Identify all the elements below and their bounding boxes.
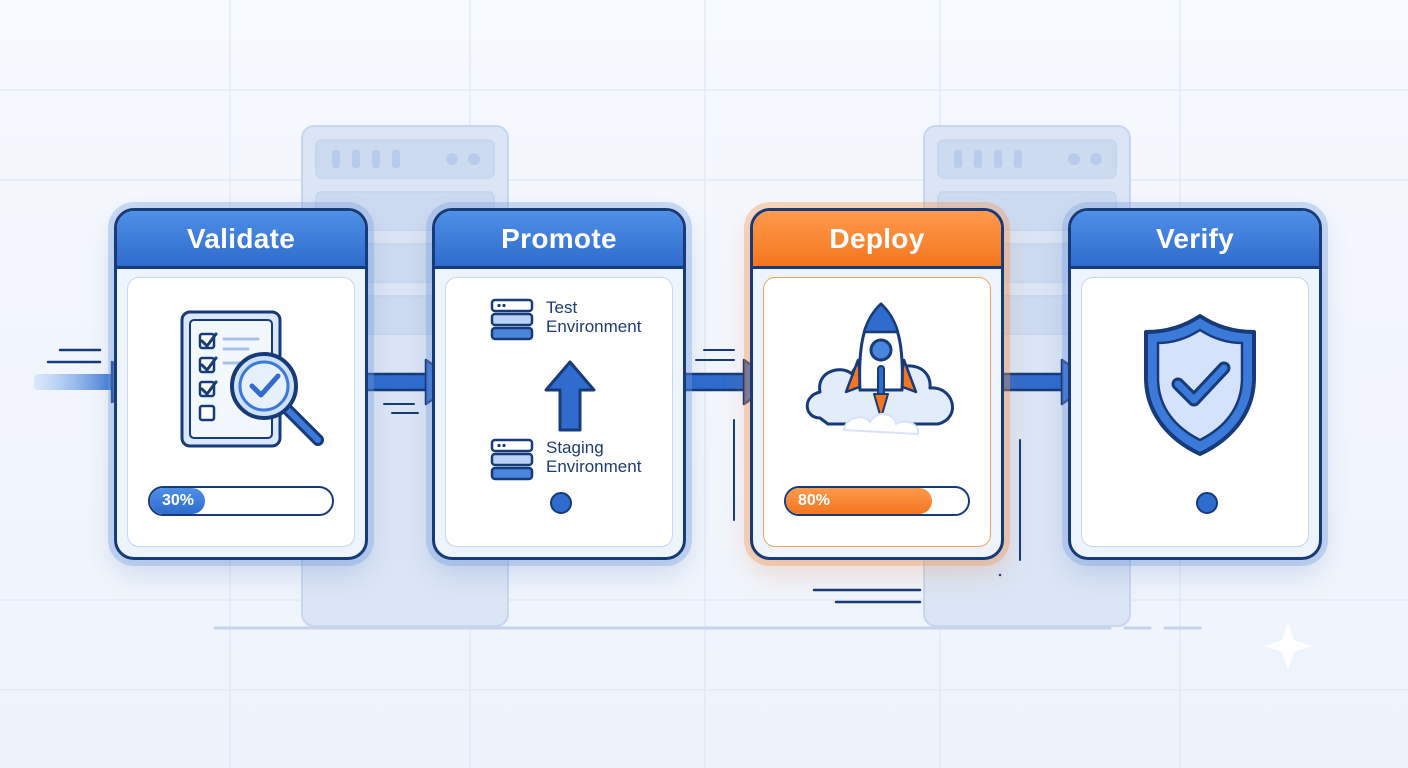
stage-body: 80% <box>763 277 991 547</box>
stage-title: Validate <box>117 211 365 269</box>
stage-title: Deploy <box>753 211 1001 269</box>
stage-promote[interactable]: Promote Test Environment <box>432 208 686 560</box>
progress-label: 30% <box>162 492 195 509</box>
stage-title: Verify <box>1071 211 1319 269</box>
staging-environment: Staging Environment <box>490 438 641 482</box>
promote-up-arrow-icon <box>544 360 596 432</box>
stage-body: 30% <box>127 277 355 547</box>
server-stack-icon <box>490 298 534 341</box>
server-stack-icon <box>490 438 534 481</box>
progress-label: 80% <box>798 492 831 509</box>
test-environment: Test Environment <box>490 298 641 342</box>
env-label: Staging Environment <box>546 438 642 476</box>
stage-title: Promote <box>435 211 683 269</box>
status-dot <box>550 492 572 514</box>
progress-fill: 80% <box>786 488 932 514</box>
motion-lines <box>812 573 1002 604</box>
status-dot <box>1196 492 1218 514</box>
shield-check-icon <box>1144 314 1256 456</box>
env-label: Test Environment <box>546 298 642 336</box>
stage-validate[interactable]: Validate <box>114 208 368 560</box>
progress-bar: 30% <box>148 486 334 516</box>
sparkle-icon <box>1264 622 1312 670</box>
stage-verify[interactable]: Verify <box>1068 208 1322 560</box>
stage-body <box>1081 277 1309 547</box>
progress-bar: 80% <box>784 486 970 516</box>
stage-body: Test Environment Staging Environment <box>445 277 673 547</box>
progress-fill: 30% <box>150 488 205 514</box>
stage-deploy[interactable]: Deploy 80% <box>750 208 1004 560</box>
checklist-magnifier-icon <box>180 310 324 448</box>
rocket-launch-icon <box>805 302 954 436</box>
